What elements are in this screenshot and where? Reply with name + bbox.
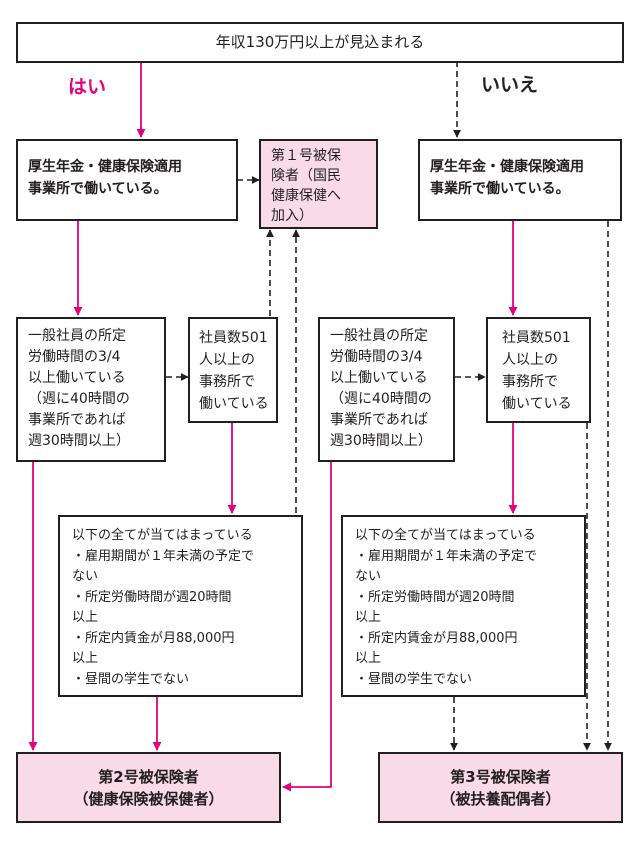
- second-insured-box: 第2号被保険者 （健康保険被保健者）: [16, 752, 281, 823]
- left-employer-label: 厚生年金・健康保険適用 事業所で働いている。: [28, 159, 182, 197]
- right-employer-box: 厚生年金・健康保険適用 事業所で働いている。: [418, 139, 622, 221]
- right-conditions-label: 以下の全てが当てはまっている ・雇用期間が１年未満の予定で ない ・所定労働時間…: [355, 528, 538, 687]
- third-insured-label: 第3号被保険者 （被扶養配偶者）: [440, 768, 561, 808]
- right-company-label: 社員数501 人以上の 事務所で 働いている: [502, 330, 572, 412]
- no-label: いいえ: [481, 74, 539, 96]
- annual-income-box: 年収130万円以上が見込まれる: [16, 22, 624, 63]
- first-insured-label: 第１号被保 険者（国民 健康保健へ 加入）: [271, 148, 341, 224]
- third-insured-box: 第3号被保険者 （被扶養配偶者）: [378, 752, 623, 823]
- second-insured-label: 第2号被保険者 （健康保険被保健者）: [73, 768, 224, 808]
- left-conditions-box: 以下の全てが当てはまっている ・雇用期間が１年未満の予定で ない ・所定労働時間…: [58, 515, 303, 697]
- right-company-box: 社員数501 人以上の 事務所で 働いている: [486, 317, 591, 423]
- left-company-label: 社員数501 人以上の 事務所で 働いている: [199, 330, 269, 412]
- yes-label: はい: [68, 76, 107, 98]
- left-conditions-label: 以下の全てが当てはまっている ・雇用期間が１年未満の予定で ない ・所定労働時間…: [72, 528, 255, 687]
- left-hours-box: 一般社員の所定 労働時間の3/4 以上働いている （週に40時間の 事業所であれ…: [16, 317, 166, 462]
- right-employer-label: 厚生年金・健康保険適用 事業所で働いている。: [430, 159, 584, 197]
- left-company-box: 社員数501 人以上の 事務所で 働いている: [188, 317, 278, 423]
- right-hours-label: 一般社員の所定 労働時間の3/4 以上働いている （週に40時間の 事業所であれ…: [330, 328, 432, 449]
- left-employer-box: 厚生年金・健康保険適用 事業所で働いている。: [16, 139, 238, 221]
- annual-income-label: 年収130万円以上が見込まれる: [215, 33, 425, 51]
- arrow-right-hours-to-second: [282, 462, 332, 792]
- right-conditions-box: 以下の全てが当てはまっている ・雇用期間が１年未満の予定で ない ・所定労働時間…: [341, 515, 586, 697]
- left-hours-label: 一般社員の所定 労働時間の3/4 以上働いている （週に40時間の 事業所であれ…: [28, 328, 130, 449]
- first-insured-box: 第１号被保 険者（国民 健康保健へ 加入）: [259, 139, 378, 229]
- right-hours-box: 一般社員の所定 労働時間の3/4 以上働いている （週に40時間の 事業所であれ…: [318, 317, 455, 462]
